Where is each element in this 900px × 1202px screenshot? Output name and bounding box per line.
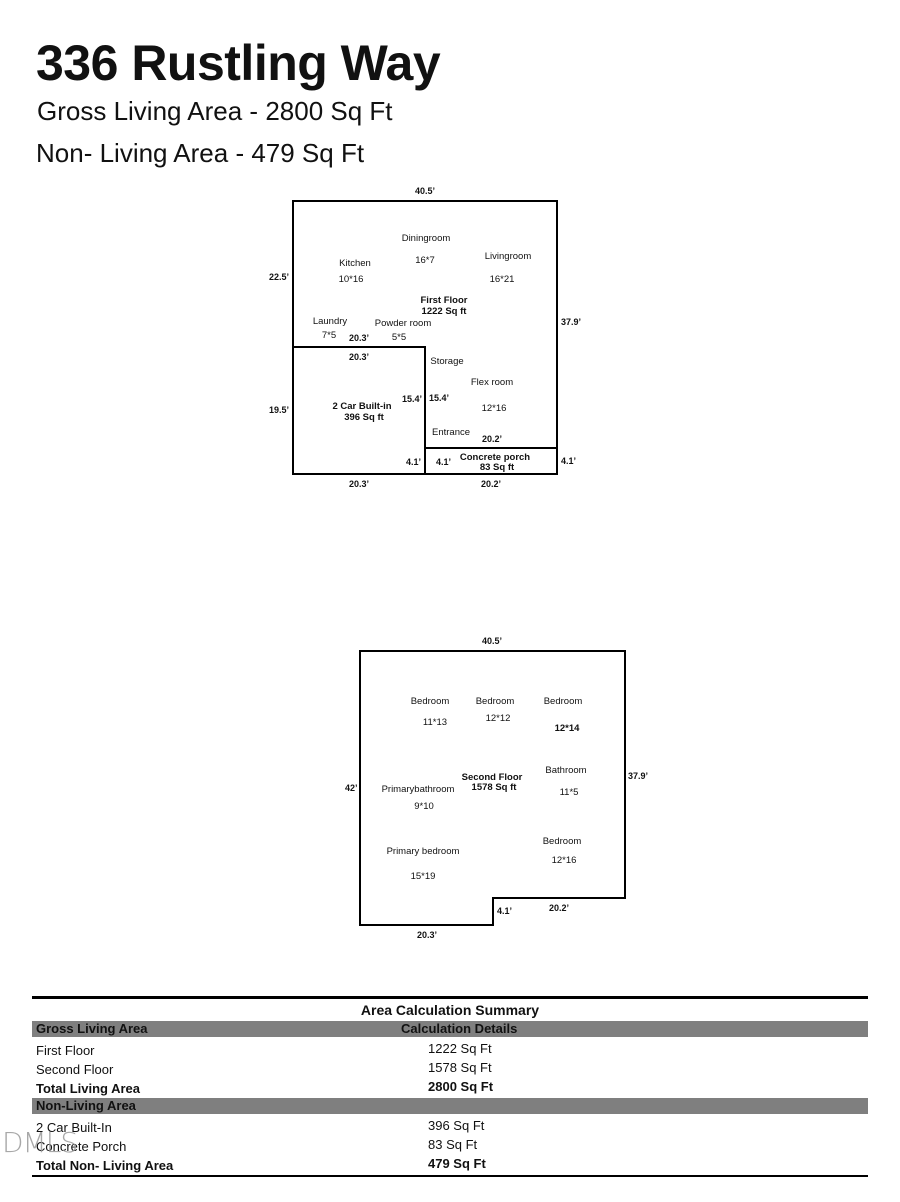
powder-room-label: Powder room — [375, 318, 432, 329]
ff-dim-porch-left: 4.1’ — [436, 457, 451, 467]
garage-walls — [293, 346, 426, 474]
summary-row-total-nonliving: Total Non- Living Area 479 Sq Ft — [32, 1156, 868, 1175]
bedroom-2-size: 12*12 — [486, 713, 511, 724]
diningroom-label: Diningroom — [402, 233, 451, 244]
primary-bedroom-size: 15*19 — [411, 871, 436, 882]
sf-dim-notch: 4.1’ — [497, 906, 512, 916]
laundry-size: 7*5 — [322, 330, 336, 341]
summary-title: Area Calculation Summary — [360, 1002, 540, 1018]
ff-dim-porch-right: 4.1’ — [561, 456, 576, 466]
porch-area: 83 Sq ft — [480, 462, 515, 473]
storage-label: Storage — [430, 356, 463, 367]
summary-top-rule — [32, 996, 868, 999]
primary-bedroom-label: Primary bedroom — [387, 846, 460, 857]
second-floor-labels: 40.5’ 42’ 37.9’ 20.3’ 20.2’ 4.1’ Bedroom… — [345, 636, 648, 940]
ff-dim-bottom-right: 20.2’ — [481, 479, 501, 489]
second-floor-walls — [359, 650, 626, 926]
summary-row-second-floor: Second Floor 1578 Sq Ft — [32, 1060, 868, 1079]
row-value: 1222 Sq Ft — [428, 1041, 492, 1056]
ff-dim-laundry-width: 20.3’ — [349, 333, 369, 343]
bedroom-4-label: Bedroom — [543, 836, 582, 847]
first-floor-walls — [292, 200, 558, 475]
ff-dim-left-garage: 19.5’ — [269, 405, 289, 415]
floor-plan-drawing: 40.5’ 22.5’ 37.9’ 19.5’ 20.3’ 20.2’ 4.1’… — [269, 186, 648, 940]
row-value: 83 Sq Ft — [428, 1137, 478, 1152]
garage-area: 396 Sq ft — [344, 412, 384, 423]
ff-dim-garage-right: 15.4’ — [402, 394, 422, 404]
row-label: First Floor — [36, 1043, 95, 1058]
ff-dim-storage-left: 15.4’ — [429, 393, 449, 403]
flex-room-label: Flex room — [471, 377, 513, 388]
kitchen-size: 10*16 — [339, 274, 364, 285]
second-floor-name: Second Floor — [462, 772, 523, 783]
ff-dim-garage-top: 20.3’ — [349, 352, 369, 362]
row-value: 479 Sq Ft — [428, 1156, 486, 1171]
summary-row-porch: Concrete Porch 83 Sq Ft — [32, 1137, 868, 1156]
summary-row-garage: 2 Car Built-In 396 Sq Ft — [32, 1118, 868, 1137]
ff-dim-left: 22.5’ — [269, 272, 289, 282]
powder-room-size: 5*5 — [392, 332, 406, 343]
ff-dim-top: 40.5’ — [415, 186, 435, 196]
gross-living-area-subtitle: Gross Living Area - 2800 Sq Ft — [37, 96, 393, 126]
bedroom-3-size: 12*14 — [555, 723, 581, 734]
ff-dim-bottom-left: 20.3’ — [349, 479, 369, 489]
ff-dim-garage-notch: 4.1’ — [406, 457, 421, 467]
primary-bathroom-size: 9*10 — [414, 801, 434, 812]
second-floor-outline — [359, 650, 626, 926]
first-floor-area: 1222 Sq ft — [422, 306, 468, 317]
porch-name: Concrete porch — [460, 452, 530, 463]
row-label: Total Non- Living Area — [36, 1158, 174, 1173]
kitchen-label: Kitchen — [339, 258, 371, 269]
sf-dim-right: 37.9’ — [628, 771, 648, 781]
row-label: Total Living Area — [36, 1081, 141, 1096]
primary-bathroom-label: Primarybathroom — [382, 784, 455, 795]
second-floor-area: 1578 Sq ft — [472, 782, 518, 793]
bedroom-4-size: 12*16 — [552, 855, 577, 866]
livingroom-size: 16*21 — [490, 274, 515, 285]
first-floor-labels: 40.5’ 22.5’ 37.9’ 19.5’ 20.3’ 20.2’ 4.1’… — [269, 186, 581, 489]
sf-dim-left: 42’ — [345, 783, 358, 793]
page-title: 336 Rustling Way — [36, 35, 441, 91]
bedroom-2-label: Bedroom — [476, 696, 515, 707]
area-calculation-summary: Area Calculation Summary Gross Living Ar… — [32, 996, 868, 1177]
laundry-label: Laundry — [313, 316, 348, 327]
flex-room-size: 12*16 — [482, 403, 507, 414]
gross-living-header-bar: Gross Living Area Calculation Details — [32, 1021, 868, 1037]
bedroom-3-label: Bedroom — [544, 696, 583, 707]
garage-name: 2 Car Built-in — [332, 401, 391, 412]
non-living-area-subtitle: Non- Living Area - 479 Sq Ft — [36, 138, 365, 168]
row-value: 2800 Sq Ft — [428, 1079, 494, 1094]
summary-bottom-rule — [32, 1175, 868, 1177]
diningroom-size: 16*7 — [415, 255, 435, 266]
bathroom-size: 11*5 — [560, 787, 579, 798]
row-label: Concrete Porch — [36, 1139, 127, 1154]
calculation-details-header: Calculation Details — [401, 1021, 518, 1036]
ff-dim-right: 37.9’ — [561, 317, 581, 327]
sf-dim-top: 40.5’ — [482, 636, 502, 646]
ff-dim-entrance-width: 20.2’ — [482, 434, 502, 444]
non-living-header: Non-Living Area — [36, 1098, 136, 1113]
summary-row-total-living: Total Living Area 2800 Sq Ft — [32, 1079, 868, 1098]
non-living-header-bar: Non-Living Area — [32, 1098, 868, 1114]
bedroom-1-size: 11*13 — [423, 717, 447, 728]
bedroom-1-label: Bedroom — [411, 696, 450, 707]
row-label: Second Floor — [36, 1062, 114, 1077]
sf-dim-bottom-right: 20.2’ — [549, 903, 569, 913]
row-value: 1578 Sq Ft — [428, 1060, 492, 1075]
sf-dim-bottom-left: 20.3’ — [417, 930, 437, 940]
first-floor-name: First Floor — [421, 295, 468, 306]
summary-row-first-floor: First Floor 1222 Sq Ft — [32, 1041, 868, 1060]
bathroom-label: Bathroom — [545, 765, 586, 776]
gross-living-header: Gross Living Area — [36, 1021, 148, 1036]
row-label: 2 Car Built-In — [36, 1120, 112, 1135]
row-value: 396 Sq Ft — [428, 1118, 485, 1133]
watermark-logo: DMLS — [2, 1126, 78, 1159]
entrance-label: Entrance — [432, 427, 470, 438]
livingroom-label: Livingroom — [485, 251, 532, 262]
